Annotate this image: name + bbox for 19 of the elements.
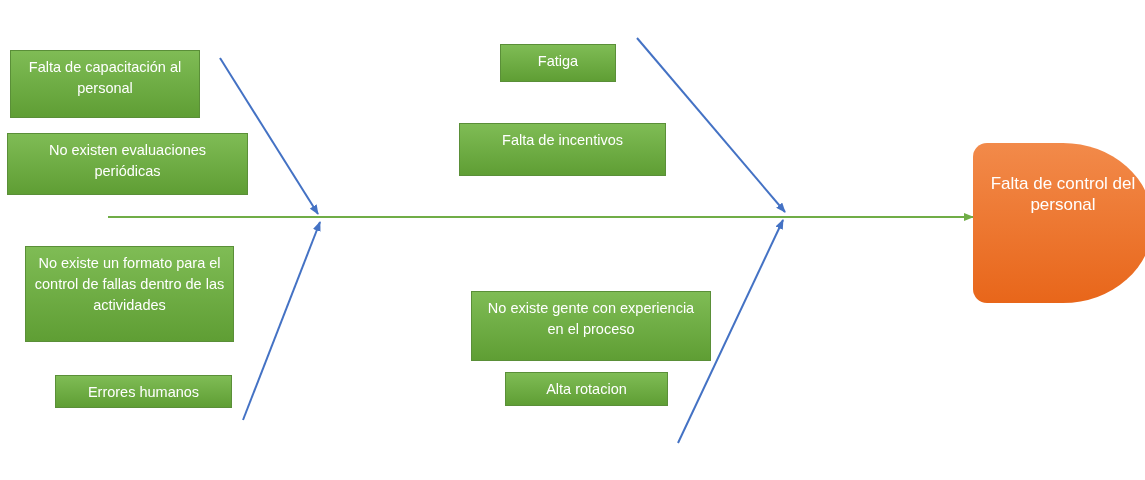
box-text: Alta rotacion	[546, 380, 627, 399]
cause-box	[25, 246, 234, 342]
cause-box	[7, 133, 248, 195]
box-text: Errores humanos	[87, 383, 200, 402]
cause-box	[55, 375, 232, 408]
box-text: No existe un formato para el control de fallas dentro de las actividades	[34, 254, 225, 315]
box-text: Falta de control del personal	[989, 173, 1137, 215]
effect-head-box	[973, 143, 1145, 303]
arrow	[107, 213, 974, 221]
cause-box	[10, 50, 200, 118]
cause-box	[471, 291, 711, 361]
cause-box	[459, 123, 666, 176]
cause-box	[500, 44, 616, 82]
box-text: Falta de incentivos	[502, 131, 623, 150]
box-text: No existe gente con experiencia en el proceso	[486, 299, 696, 339]
box-text: Falta de capacitación al personal	[27, 58, 183, 98]
box-text: No existen evaluaciones periódicas	[47, 141, 208, 181]
cause-box	[505, 372, 668, 406]
box-text: Fatiga	[537, 52, 579, 71]
